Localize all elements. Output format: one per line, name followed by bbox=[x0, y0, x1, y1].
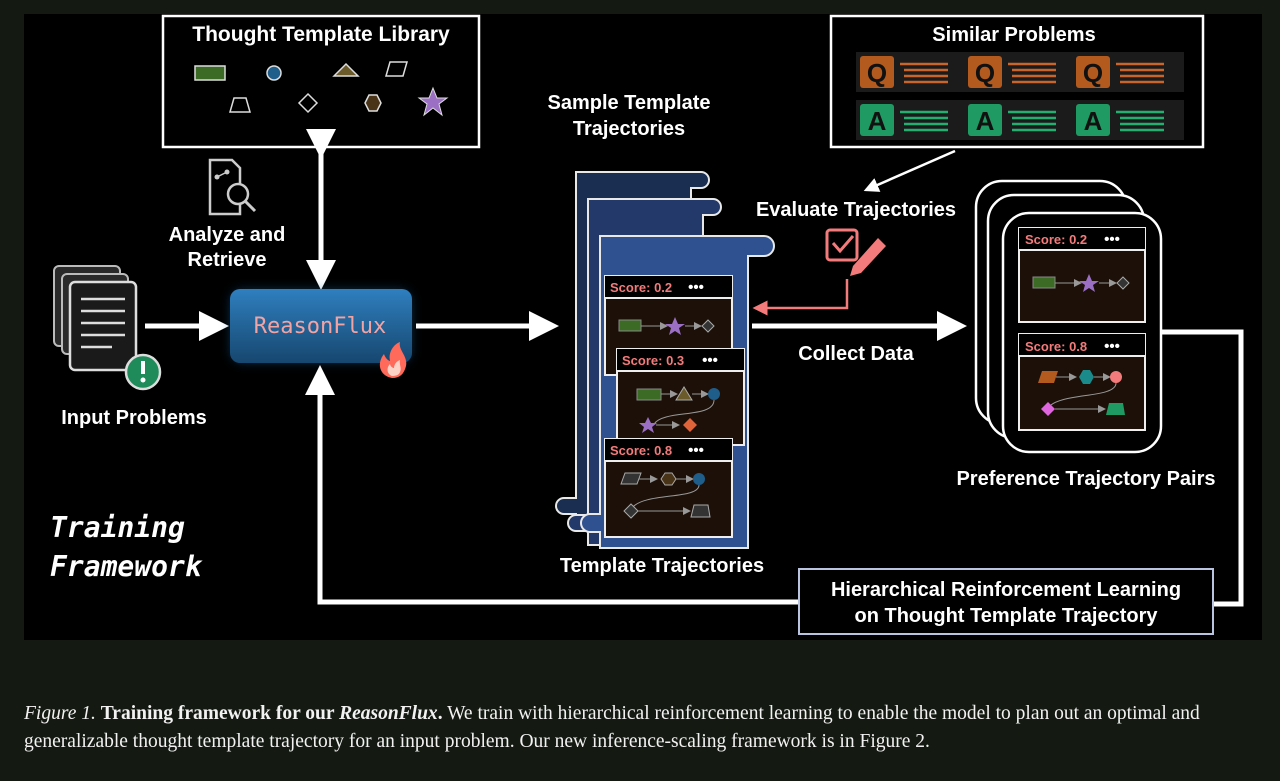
evaluate-label: Evaluate Trajectories bbox=[756, 199, 956, 221]
analyze-label-line1: Analyze and bbox=[169, 224, 286, 246]
preference-pairs-label: Preference Trajectory Pairs bbox=[956, 468, 1215, 490]
hrl-label-line2: on Thought Template Trajectory bbox=[855, 605, 1159, 627]
similar-problems-title: Similar Problems bbox=[932, 24, 1095, 46]
collect-data-label: Collect Data bbox=[798, 343, 914, 365]
answer-letter: A bbox=[1084, 106, 1103, 136]
answer-letter: A bbox=[868, 106, 887, 136]
diamond-icon bbox=[297, 92, 319, 114]
answer-card: A bbox=[964, 100, 1076, 140]
trajectory-card-2: Score: 0.3 ••• bbox=[616, 348, 745, 446]
rectangle-icon bbox=[194, 65, 226, 81]
sample-label-line1: Sample Template bbox=[547, 92, 710, 114]
hrl-box: Hierarchical Reinforcement Learning on T… bbox=[798, 568, 1214, 635]
loop-right-line bbox=[1161, 329, 1244, 607]
more-dots-icon: ••• bbox=[702, 352, 718, 369]
trajectory-score: Score: 0.8 bbox=[610, 443, 672, 458]
trajectory-score: Score: 0.2 bbox=[610, 280, 672, 295]
answer-badge bbox=[968, 104, 1002, 136]
more-dots-icon: ••• bbox=[1104, 231, 1120, 248]
loop-return-arrow bbox=[305, 365, 799, 605]
answer-card: A bbox=[1072, 100, 1184, 140]
star-icon bbox=[417, 86, 449, 117]
question-card: Q bbox=[964, 52, 1076, 92]
training-framework-line1: Training bbox=[50, 511, 185, 544]
sample-label-line2: Trajectories bbox=[573, 118, 685, 140]
reasonflux-model: ReasonFlux bbox=[230, 289, 412, 363]
question-badge bbox=[1076, 56, 1110, 88]
caption-model-name: ReasonFlux bbox=[339, 703, 438, 724]
question-letter: Q bbox=[1083, 58, 1103, 88]
training-framework-line2: Framework bbox=[50, 550, 203, 583]
hexagon-icon bbox=[364, 94, 382, 112]
more-dots-icon: ••• bbox=[688, 442, 704, 459]
evaluate-pen-icon bbox=[825, 228, 886, 276]
library-title: Thought Template Library bbox=[192, 23, 450, 46]
caption-figure-label: Figure 1. bbox=[24, 703, 96, 724]
input-problems-icon bbox=[53, 265, 138, 372]
figure-caption: Figure 1. Training framework for our Rea… bbox=[24, 700, 1264, 756]
pair-score: Score: 0.2 bbox=[1025, 232, 1087, 247]
caption-text: We train with hierarchical reinforcement… bbox=[24, 703, 1200, 752]
hrl-label-line1: Hierarchical Reinforcement Learning bbox=[831, 579, 1181, 601]
answer-badge bbox=[1076, 104, 1110, 136]
fire-icon bbox=[379, 342, 407, 378]
similar-to-evaluate-arrow bbox=[863, 149, 956, 192]
input-problems-label: Input Problems bbox=[61, 407, 207, 429]
analyze-label-line2: Retrieve bbox=[188, 249, 267, 271]
question-card: Q bbox=[856, 52, 968, 92]
question-badge bbox=[860, 56, 894, 88]
parallelogram-icon bbox=[385, 61, 408, 77]
caption-bold-end: . bbox=[437, 703, 443, 724]
more-dots-icon: ••• bbox=[1104, 338, 1120, 355]
more-dots-icon: ••• bbox=[688, 279, 704, 296]
preference-card-2: Score: 0.8 ••• bbox=[1018, 333, 1146, 431]
analyze-search-icon bbox=[208, 158, 257, 216]
training-framework-figure: Thought Template Library Analyze and Ret… bbox=[24, 14, 1262, 640]
caption-bold-text: Training framework for our bbox=[100, 703, 335, 724]
evaluate-feedback-arrow bbox=[752, 279, 849, 316]
caption-bold-title: Training framework for our ReasonFlux. bbox=[101, 703, 443, 724]
trajectory-score: Score: 0.3 bbox=[622, 353, 684, 368]
circle-icon bbox=[266, 65, 282, 81]
template-trajectories-label: Template Trajectories bbox=[560, 555, 764, 577]
question-card: Q bbox=[1072, 52, 1184, 92]
thought-template-library: Thought Template Library bbox=[161, 14, 481, 149]
question-letter: Q bbox=[975, 58, 995, 88]
preference-card-1: Score: 0.2 ••• bbox=[1018, 227, 1146, 323]
triangle-icon bbox=[332, 62, 360, 77]
alert-icon bbox=[124, 353, 162, 391]
answer-letter: A bbox=[976, 106, 995, 136]
answer-badge bbox=[860, 104, 894, 136]
question-badge bbox=[968, 56, 1002, 88]
pair-score: Score: 0.8 bbox=[1025, 339, 1087, 354]
trajectory-card-3: Score: 0.8 ••• bbox=[604, 438, 733, 538]
answer-card: A bbox=[856, 100, 968, 140]
trapezoid-icon bbox=[229, 97, 251, 113]
model-name: ReasonFlux bbox=[254, 314, 386, 339]
question-letter: Q bbox=[867, 58, 887, 88]
